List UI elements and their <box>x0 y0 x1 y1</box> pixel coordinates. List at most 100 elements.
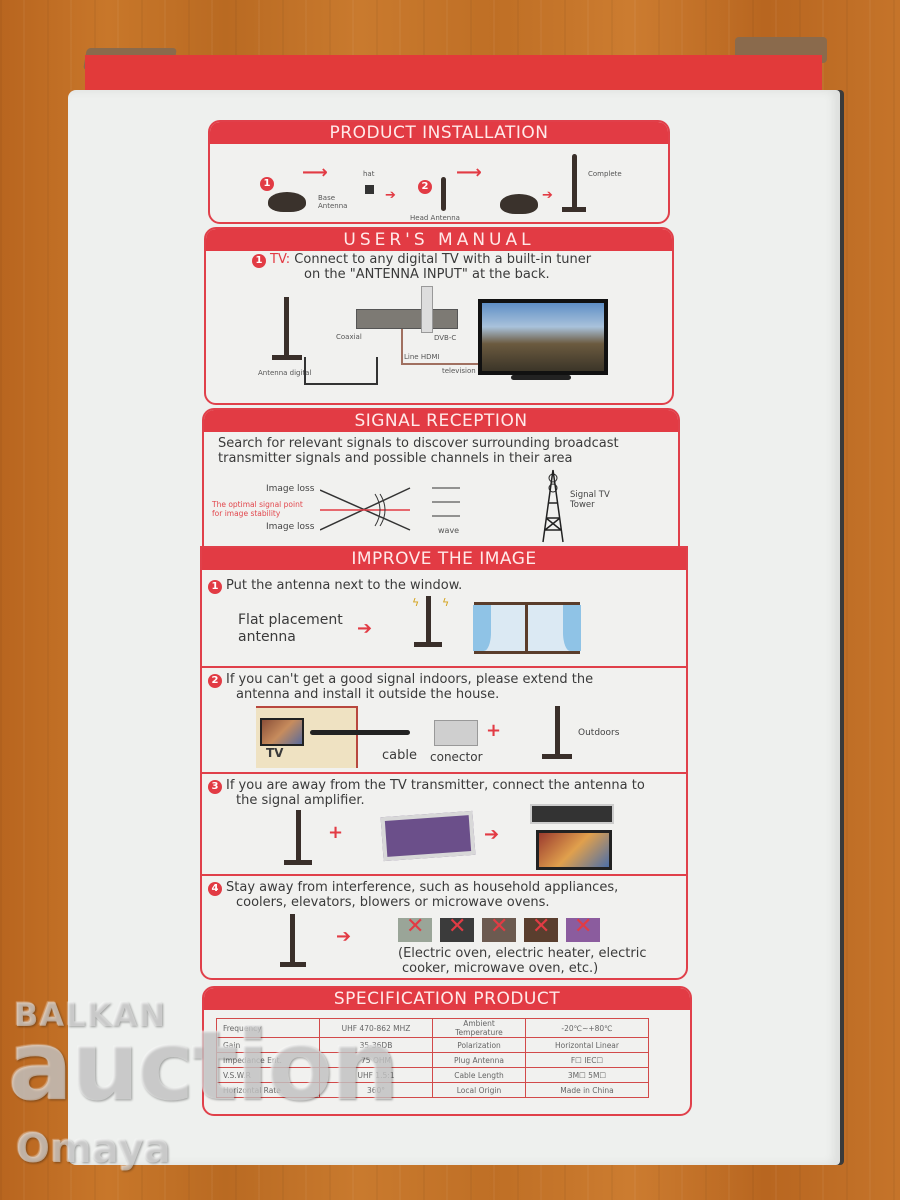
window-image <box>473 602 581 654</box>
tip-4-text-line-1: Stay away from interference, such as hou… <box>226 880 619 895</box>
antenna-base <box>414 642 442 647</box>
head-antenna-image <box>441 177 446 211</box>
tip-3-badge: 3 <box>208 780 222 794</box>
tip-4-badge: 4 <box>208 882 222 896</box>
tv-label: TV <box>266 746 284 760</box>
antenna-base <box>284 860 312 865</box>
tip-4: 4 Stay away from interference, such as ho… <box>202 876 686 976</box>
tv-image <box>260 718 304 746</box>
spec-label: Local Origin <box>432 1082 526 1098</box>
signal-bolt-icon: ϟ <box>442 596 450 609</box>
arrow-icon: ➔ <box>357 618 373 639</box>
installation-panel: PRODUCT INSTALLATION 1 Base Antenna ⟶ ha… <box>208 120 670 224</box>
tip-2-text-line-2: antenna and install it outside the house… <box>236 687 500 702</box>
dvb-c-label: DVB-C <box>434 334 457 342</box>
hdmi-label: Line HDMI <box>404 353 440 361</box>
tip-3-text-line-2: the signal amplifier. <box>236 793 365 808</box>
electric-oven-crossed-icon: ✕ <box>398 914 432 942</box>
cable-label: cable <box>382 748 417 763</box>
complete-label: Complete <box>588 170 622 178</box>
plus-icon: + <box>328 822 344 843</box>
arrow-icon: ➔ <box>336 926 352 947</box>
base-antenna-label: Base Antenna <box>318 194 348 210</box>
arrow-icon: ➔ <box>484 824 500 845</box>
step-1-badge: 1 <box>252 254 266 268</box>
manual-title: USER'S MANUAL <box>206 229 672 251</box>
antenna-base <box>272 355 302 360</box>
signal-title: SIGNAL RECEPTION <box>204 410 678 432</box>
antenna-base <box>280 962 306 967</box>
head-antenna-label: Head Antenna <box>410 214 460 222</box>
arrow-icon: ➔ <box>542 188 553 203</box>
outdoors-label: Outdoors <box>578 728 620 738</box>
tip-4-text-line-2: coolers, elevators, blowers or microwave… <box>236 895 550 910</box>
signal-panel: SIGNAL RECEPTION Search for relevant sig… <box>202 408 680 550</box>
spec-label: Cable Length <box>432 1067 526 1083</box>
interference-appliance-icons: ✕ ✕ ✕ ✕ ✕ <box>398 914 608 944</box>
connector-label: conector <box>430 750 483 764</box>
wave-label: wave <box>438 526 460 535</box>
tv-stand <box>511 375 571 380</box>
flat-placement-label: Flat placement antenna <box>238 612 343 645</box>
image-loss-bottom-label: Image loss <box>266 522 315 532</box>
arrow-icon: ⟶ <box>302 162 328 183</box>
cable-line <box>304 357 378 385</box>
specification-title: SPECIFICATION PRODUCT <box>204 988 690 1010</box>
spec-value: F☐ IEC☐ <box>525 1052 649 1068</box>
spec-value: Made in China <box>525 1082 649 1098</box>
coaxial-label: Coaxial <box>336 333 362 341</box>
base-antenna-image <box>500 194 538 214</box>
spec-value: -20℃~+80℃ <box>525 1018 649 1038</box>
signal-bolt-icon: ϟ <box>412 596 420 609</box>
tip-1-text: Put the antenna next to the window. <box>226 578 463 593</box>
base-antenna-image <box>268 192 306 212</box>
product-box-back: PRODUCT INSTALLATION 1 Base Antenna ⟶ ha… <box>68 90 840 1165</box>
arrow-icon: ⟶ <box>456 162 482 183</box>
spec-label: Ambient Temperature <box>432 1018 526 1038</box>
television-image <box>478 299 608 375</box>
optimal-point-label-2: for image stability <box>212 509 281 518</box>
tip-2-text-line-1: If you can't get a good signal indoors, … <box>226 672 594 687</box>
tv-label: TV: <box>270 252 291 267</box>
antenna-image <box>555 706 560 756</box>
optimal-point-label-1: The optimal signal point <box>212 500 303 509</box>
arrow-icon: ➔ <box>385 188 396 203</box>
spec-label: Plug Antenna <box>432 1052 526 1068</box>
television-label: television <box>442 367 476 375</box>
hdmi-cable-line <box>401 329 481 365</box>
tv-image <box>536 830 612 870</box>
antenna-base <box>562 207 586 212</box>
appliance-note-line-2: cooker, microwave oven, etc.) <box>402 961 599 976</box>
cable-image <box>310 730 410 735</box>
cooker-crossed-icon: ✕ <box>482 914 516 942</box>
antenna-image <box>296 810 301 862</box>
instruction-line-2: on the "ANTENNA INPUT" at the back. <box>304 267 550 282</box>
installation-title: PRODUCT INSTALLATION <box>210 122 668 144</box>
signal-text-line-1: Search for relevant signals to discover … <box>218 436 619 451</box>
antenna-image <box>426 596 431 644</box>
watermark-balkan: BALKAN <box>14 996 166 1034</box>
antenna-digital-label: Antenna digital <box>258 369 312 377</box>
antenna-base <box>542 754 572 759</box>
signal-text-line-2: transmitter signals and possible channel… <box>218 451 573 466</box>
set-top-box-image <box>356 309 458 329</box>
complete-antenna-image <box>572 154 577 209</box>
antenna-image <box>284 297 289 357</box>
watermark-omaya: Omaya <box>16 1126 171 1172</box>
motor-crossed-icon: ✕ <box>524 914 558 942</box>
hat-image <box>365 185 374 194</box>
microwave-crossed-icon: ✕ <box>566 914 600 942</box>
heater-crossed-icon: ✕ <box>440 914 474 942</box>
tv-tower-icon <box>542 469 564 543</box>
antenna-image <box>290 914 295 964</box>
remote-image <box>421 286 433 333</box>
step-2-badge: 2 <box>418 180 432 194</box>
